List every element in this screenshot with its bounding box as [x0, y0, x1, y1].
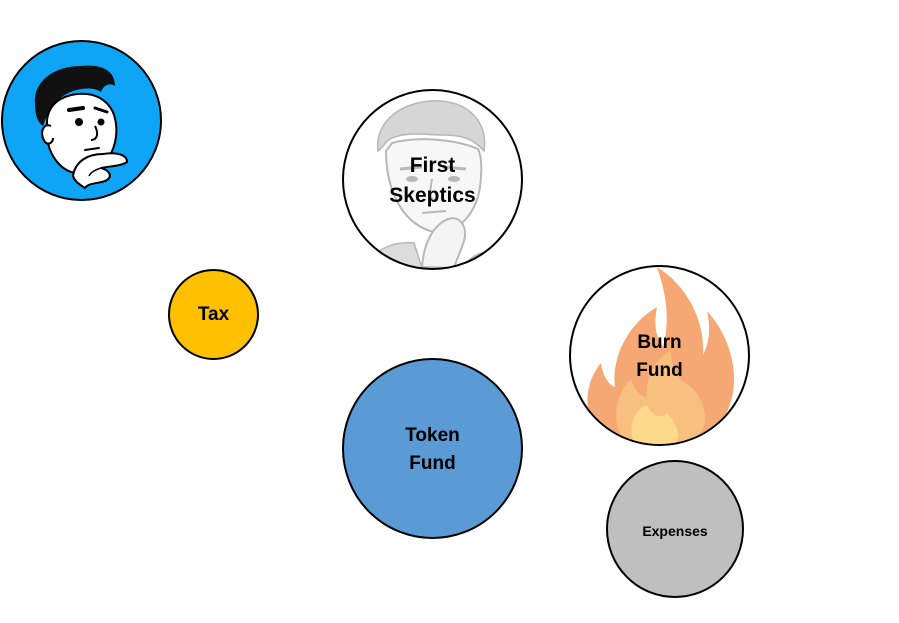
burn-fund-label: Burn Fund: [636, 332, 683, 381]
first-skeptics-node: First Skeptics: [342, 89, 523, 270]
token-fund-node: Token Fund: [342, 358, 523, 539]
tax-node: Tax: [168, 269, 259, 360]
first-skeptics-label: First Skeptics: [389, 154, 476, 207]
token-fund-label: Token Fund: [405, 425, 460, 474]
expenses-label: Expenses: [642, 523, 708, 539]
expenses-node: Expenses: [606, 460, 744, 598]
avatar-node: [1, 40, 162, 201]
flame-icon: [587, 267, 735, 444]
burn-fund-node: Burn Fund: [569, 265, 750, 446]
tax-label: Tax: [197, 304, 230, 325]
thinking-man-icon: [363, 100, 510, 268]
thinking-man-icon: [34, 65, 129, 190]
